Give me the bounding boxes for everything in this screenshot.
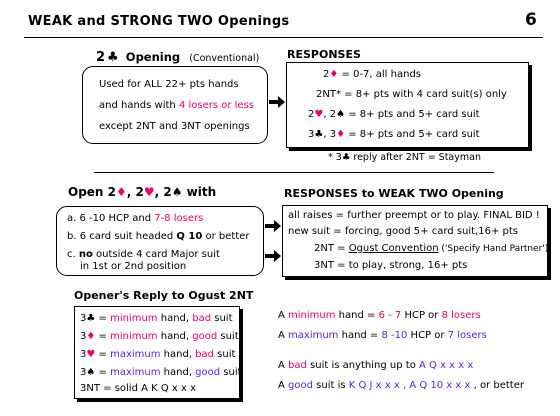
section-divider — [94, 172, 494, 173]
club-suit-icon: ♣ — [341, 152, 351, 163]
club-suit-icon: ♣ — [86, 313, 96, 324]
ogust-row: 3NT = solid A K Q x x x — [80, 383, 197, 394]
two-clubs-responses-box: 2♦ = 0-7, all hands 2NT* = 8+ pts with 4… — [286, 62, 529, 148]
weak-responses-heading: RESPONSES to WEAK TWO Opening — [284, 187, 504, 200]
two-clubs-heading: 2♣ Opening (Conventional) — [96, 50, 260, 65]
arrow-right-icon — [265, 250, 281, 262]
diamond-suit-icon: ♦ — [116, 185, 127, 199]
response-row: 3♣, 3♦ = 8+ pts and 5+ card suit — [308, 129, 480, 140]
page-number: 6 — [525, 10, 537, 30]
spade-suit-icon: ♠ — [171, 185, 183, 199]
spade-suit-icon: ♠ — [86, 367, 96, 378]
two-clubs-description-box: Used for ALL 22+ pts hands and hands wit… — [82, 66, 268, 144]
weak-two-responses-box: all raises = further preempt or to play.… — [282, 205, 548, 277]
ogust-row: 3♣ = minimum hand, bad suit — [80, 313, 233, 324]
minimum-hand-note: A minimum hand = 6 - 7 HCP or 8 losers — [278, 310, 481, 321]
good-suit-note: A good suit is K Q J x x x , A Q 10 x x … — [278, 380, 524, 391]
spade-suit-icon: ♠ — [336, 109, 346, 120]
arrow-right-icon — [269, 96, 285, 108]
heart-suit-icon: ♥ — [314, 109, 324, 120]
page-title: WEAK and STRONG TWO Openings — [28, 14, 290, 29]
diamond-suit-icon: ♦ — [86, 331, 96, 342]
weak-two-requirements-box: a. 6 -10 HCP and 7-8 losers b. 6 card su… — [56, 206, 264, 276]
responses-heading: RESPONSES — [287, 48, 361, 61]
bad-suit-note: A bad suit is anything up to A Q x x x x — [278, 360, 474, 371]
ogust-row: 3♥ = maximum hand, bad suit — [80, 349, 236, 360]
arrow-right-icon — [265, 220, 281, 232]
response-row: 2♥, 2♠ = 8+ pts and 5+ card suit — [308, 109, 480, 120]
stayman-footnote: * 3♣ reply after 2NT = Stayman — [328, 152, 481, 163]
diamond-suit-icon: ♦ — [336, 129, 346, 140]
maximum-hand-note: A maximum hand = 8 -10 HCP or 7 losers — [278, 330, 487, 341]
club-suit-icon: ♣ — [107, 50, 119, 65]
header-rule — [24, 37, 543, 38]
ogust-row: 3♦ = minimum hand, good suit — [80, 331, 239, 342]
ogust-heading: Opener's Reply to Ogust 2NT — [74, 289, 254, 302]
weak-two-heading: Open 2♦, 2♥, 2♠ with — [68, 185, 217, 199]
heart-suit-icon: ♥ — [86, 349, 96, 360]
page-header: WEAK and STRONG TWO Openings 6 — [0, 0, 560, 38]
diamond-suit-icon: ♦ — [329, 69, 339, 80]
heart-suit-icon: ♥ — [143, 185, 155, 199]
response-row: 2NT* = 8+ pts with 4 card suit(s) only — [316, 89, 507, 100]
club-suit-icon: ♣ — [314, 129, 324, 140]
response-row: 2♦ = 0-7, all hands — [323, 69, 421, 80]
ogust-row: 3♠ = maximum hand, good suit — [80, 367, 242, 378]
ogust-replies-box: 3♣ = minimum hand, bad suit 3♦ = minimum… — [74, 306, 242, 399]
